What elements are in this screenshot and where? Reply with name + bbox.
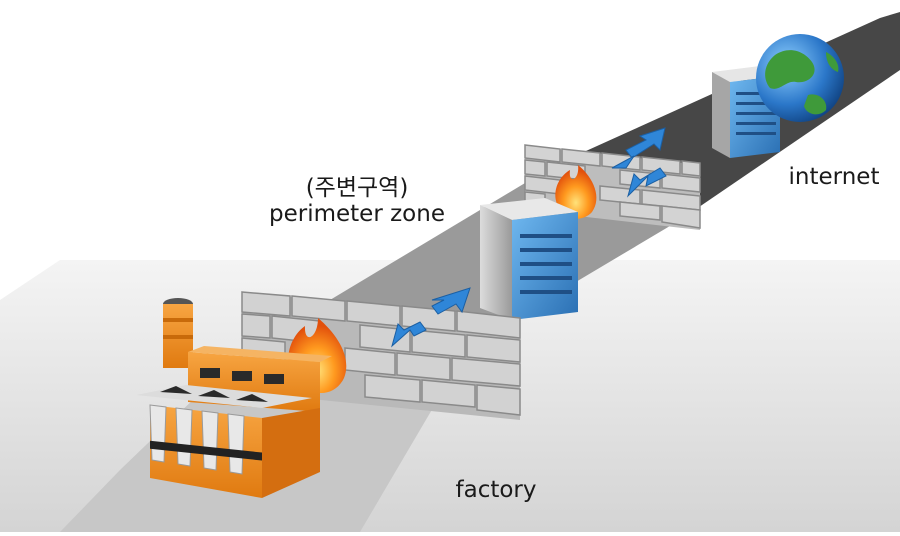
perimeter-zone-english-label: perimeter zone	[269, 200, 445, 227]
arrow-icon	[611, 127, 667, 198]
perimeter-zone-label: (주변구역) perimeter zone	[262, 175, 452, 228]
internet-label: internet	[788, 164, 880, 190]
perimeter-zone-korean-label: (주변구역)	[305, 175, 409, 201]
globe-icon	[756, 34, 844, 122]
factory-label: factory	[455, 477, 537, 503]
factory-icon	[136, 298, 332, 498]
server-icon	[480, 198, 578, 320]
arrow-icon	[391, 287, 471, 348]
flame-icon	[555, 165, 597, 219]
